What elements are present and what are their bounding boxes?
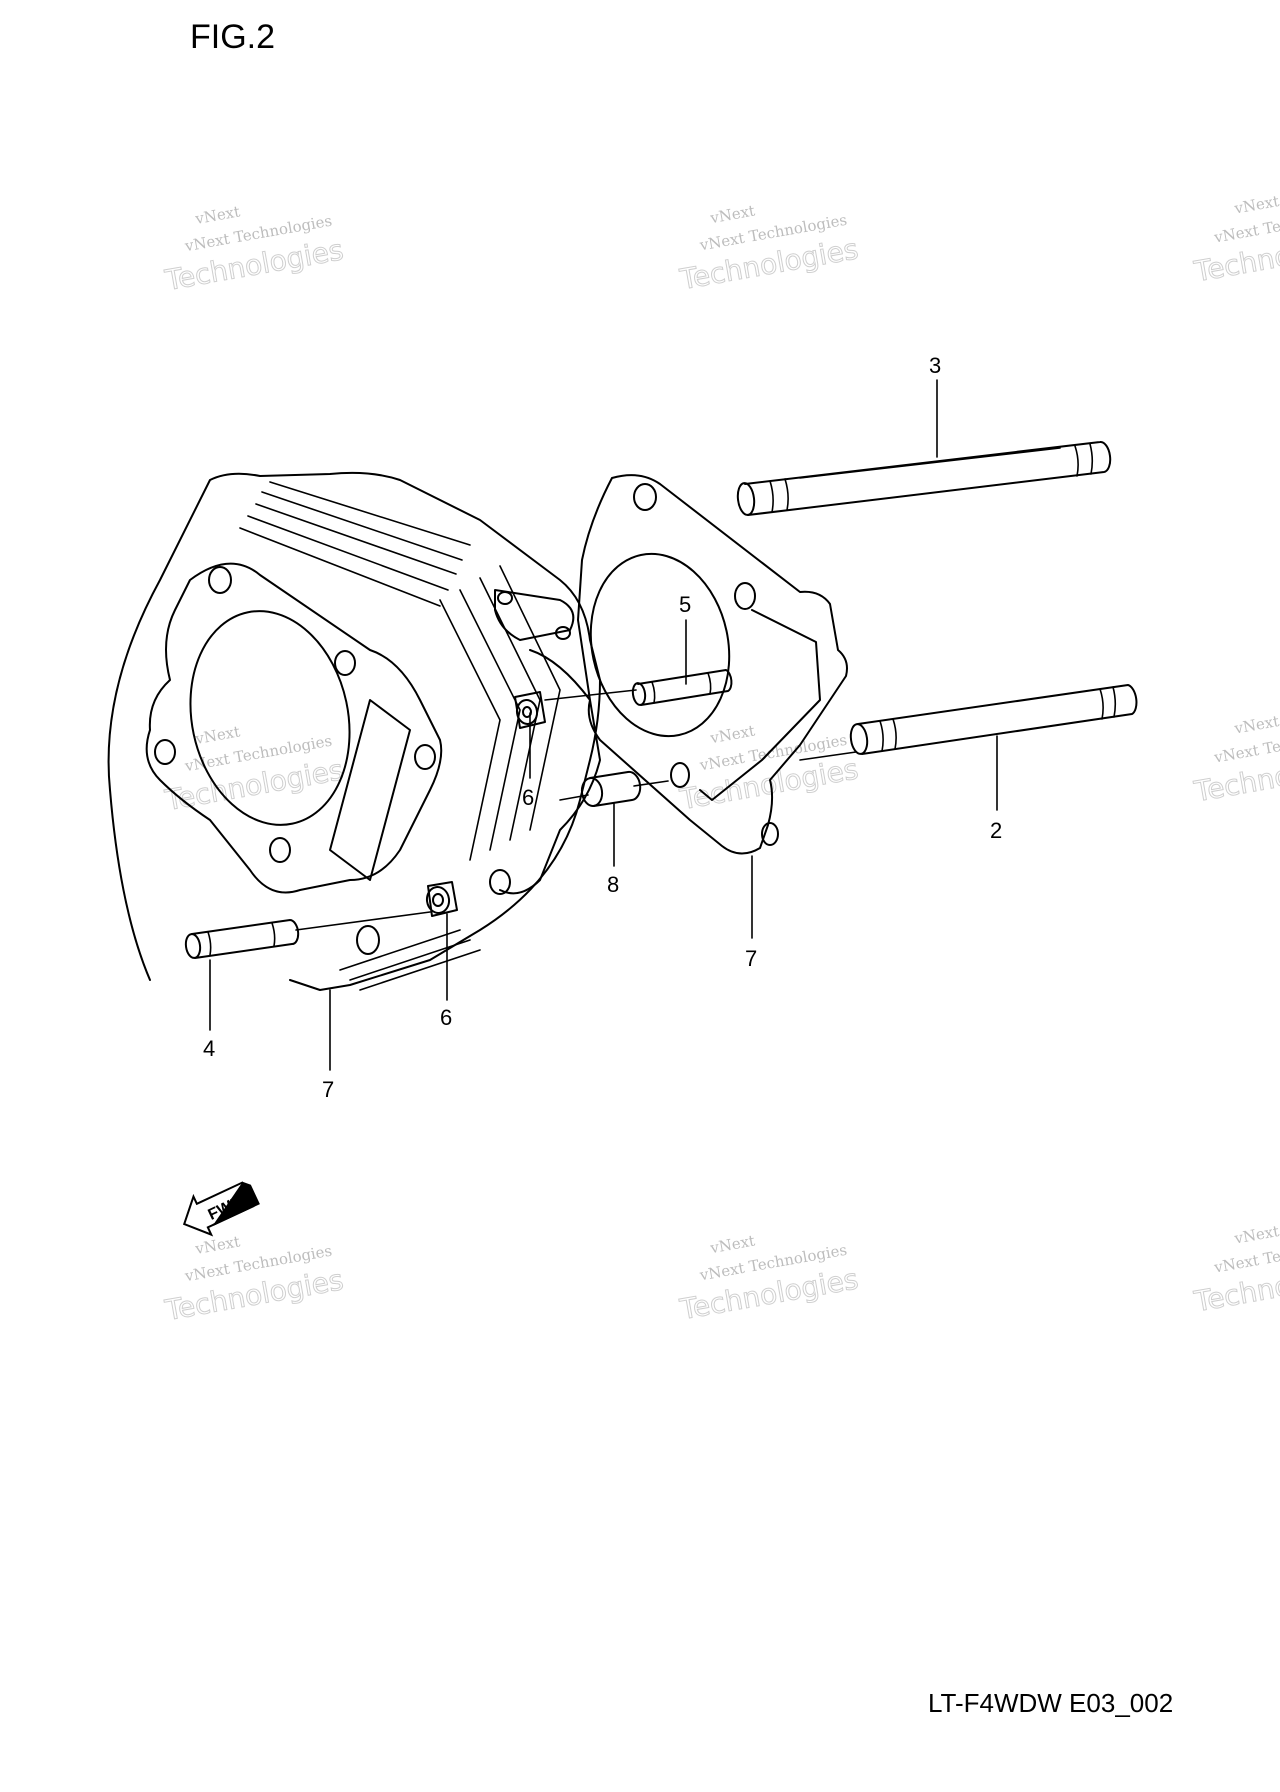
watermark-top-right: vNext vNext Technologies Technologies xyxy=(1191,192,1280,289)
cylinder-gasket[interactable] xyxy=(574,474,848,855)
stud-bolt-3[interactable] xyxy=(736,440,1112,516)
assembly-guide-lines xyxy=(295,689,857,931)
watermark-top-center: vNext vNext Technologies Technologies xyxy=(676,202,861,297)
svg-text:vNext: vNext xyxy=(193,1232,241,1258)
svg-text:vNext: vNext xyxy=(708,202,756,228)
watermark-bottom-right: vNext vNext Technologies Technologies xyxy=(1191,1222,1280,1319)
callout-3: 3 xyxy=(929,353,941,378)
leader-lines xyxy=(209,379,998,1071)
svg-text:vNext: vNext xyxy=(708,722,756,748)
watermark-top-left: vNext vNext Technologies Technologies xyxy=(161,202,346,297)
watermark-middle-right: vNext vNext Technologies Technologies xyxy=(1191,712,1280,809)
stud-4[interactable] xyxy=(184,919,300,959)
fwd-arrow-icon: FWD xyxy=(182,1181,260,1237)
callout-6-lower: 6 xyxy=(440,1005,452,1030)
callout-7-right: 7 xyxy=(745,946,757,971)
cylinder-block[interactable] xyxy=(107,471,601,991)
callout-8: 8 xyxy=(607,872,619,897)
stud-bolt-2[interactable] xyxy=(849,684,1138,755)
figure-title: FIG.2 xyxy=(190,18,276,56)
callout-6-upper: 6 xyxy=(522,785,534,810)
watermark-middle-center: vNext vNext Technologies Technologies xyxy=(676,722,861,817)
svg-text:vNext: vNext xyxy=(1232,712,1280,738)
dowel-pin-6-upper[interactable] xyxy=(514,691,546,729)
svg-text:vNext: vNext xyxy=(1232,1222,1280,1248)
stud-5[interactable] xyxy=(631,669,733,706)
callout-7-left: 7 xyxy=(322,1077,334,1102)
watermark-bottom-center: vNext vNext Technologies Technologies xyxy=(676,1232,861,1327)
svg-text:vNext: vNext xyxy=(708,1232,756,1258)
svg-text:vNext: vNext xyxy=(1232,192,1280,218)
callout-2: 2 xyxy=(990,818,1002,843)
callout-4: 4 xyxy=(203,1036,215,1061)
watermark-bottom-left: vNext vNext Technologies Technologies xyxy=(161,1232,346,1327)
svg-text:vNext: vNext xyxy=(193,202,241,228)
svg-text:vNext: vNext xyxy=(193,722,241,748)
dowel-pin-6-lower[interactable] xyxy=(425,881,458,917)
diagram-code: LT-F4WDW E03_002 xyxy=(928,1688,1174,1718)
callout-5: 5 xyxy=(679,592,691,617)
